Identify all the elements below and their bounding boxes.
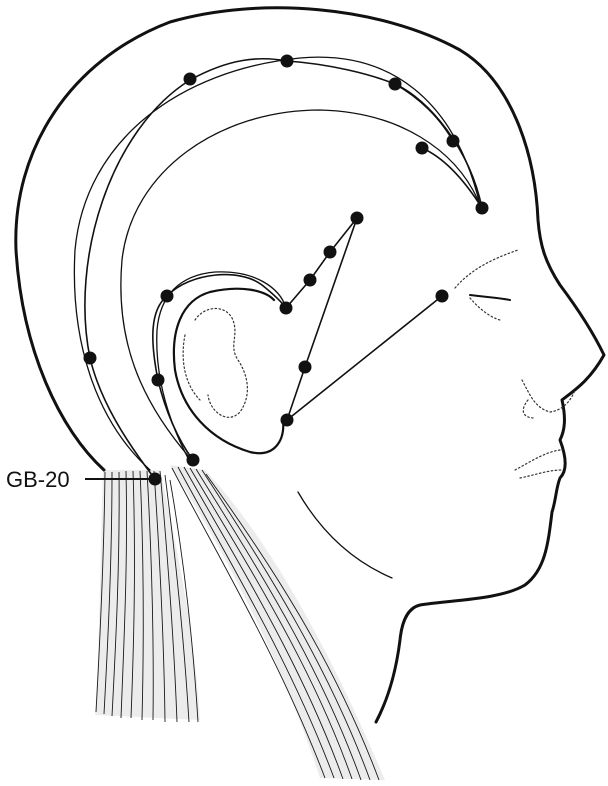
acupoint-gb4[interactable]: [351, 212, 364, 225]
eyelash: [470, 295, 510, 300]
acupoint-gb18[interactable]: [184, 73, 197, 86]
acupoint-gb10[interactable]: [152, 374, 165, 387]
gb20-label: GB-20: [6, 467, 70, 492]
face-details: [455, 250, 575, 478]
channel-line-temple-zigzag: [286, 218, 442, 420]
acupoint-gb20[interactable]: [149, 473, 162, 486]
eye-lower-lid: [470, 298, 500, 320]
jaw-line: [298, 492, 392, 578]
acupoint-gb3[interactable]: [299, 361, 312, 374]
acupoint-gb1[interactable]: [436, 290, 449, 303]
ear-antihelix: [183, 335, 200, 400]
acupoint-gb8[interactable]: [161, 290, 174, 303]
channel-line-arc-temporal: [395, 84, 482, 208]
acupoint-gb2[interactable]: [281, 414, 294, 427]
acupoint-gb12[interactable]: [187, 454, 200, 467]
inner-head-contour: [121, 110, 478, 458]
acupoint-gb15[interactable]: [416, 142, 429, 155]
acupoint-gb13[interactable]: [476, 202, 489, 215]
acupoint-gb17[interactable]: [281, 55, 294, 68]
acupoint-gb19[interactable]: [84, 352, 97, 365]
acupoint-gb7[interactable]: [280, 302, 293, 315]
eye-upper-lid: [455, 250, 518, 288]
mouth-detail: [515, 450, 562, 478]
posterior-head-contour: [74, 57, 480, 470]
acupoint-gb5[interactable]: [324, 246, 337, 259]
trapezius-muscle: [95, 470, 200, 720]
acupoint-gb14[interactable]: [447, 135, 460, 148]
sternocleidomastoid-muscle: [170, 465, 385, 780]
neck-muscles: [95, 465, 385, 780]
ear-helix: [174, 289, 283, 453]
acupoint-gb16[interactable]: [389, 78, 402, 91]
acupoint-gb6[interactable]: [304, 274, 317, 287]
nostril: [523, 400, 535, 418]
ear-inner-fold: [195, 308, 247, 417]
channel-line-neck: [90, 358, 155, 479]
